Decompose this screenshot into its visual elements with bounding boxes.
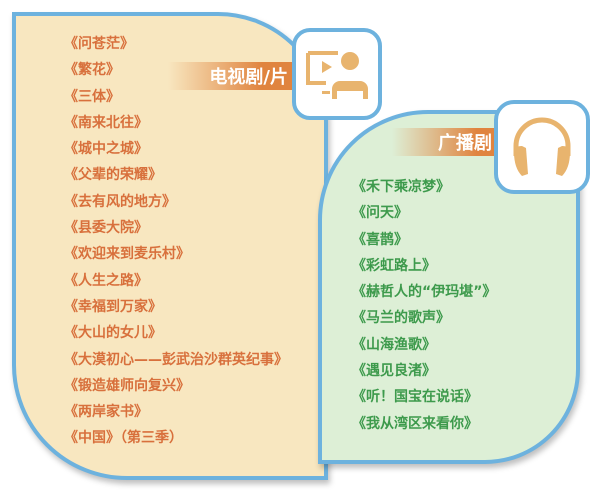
tv-viewer-icon: [306, 51, 368, 99]
tv-list: 《问苍茫》 《繁花》 《三体》 《南来北往》 《城中之城》 《父辈的荣耀》 《去…: [64, 31, 288, 452]
list-item: 《县委大院》: [64, 220, 148, 237]
list-item: 《赫哲人的“伊玛堪”》: [352, 284, 497, 301]
list-item: 《三体》: [64, 88, 120, 105]
headphones-icon: [513, 117, 571, 176]
radio-heading: 广播剧: [438, 133, 492, 154]
list-item: 《中国》（第三季）: [64, 430, 183, 447]
list-item: 《幸福到万家》: [64, 298, 162, 315]
list-item: 《父辈的荣耀》: [64, 167, 162, 184]
tv-panel: [12, 12, 328, 480]
tv-icon-box: [292, 28, 382, 120]
list-item: 《锻造雄师向复兴》: [64, 377, 190, 394]
list-item: 《听！国宝在说话》: [352, 389, 478, 406]
list-item: 《去有风的地方》: [64, 193, 176, 210]
list-item: 《欢迎来到麦乐村》: [64, 246, 190, 263]
list-item: 《南来北往》: [64, 114, 148, 131]
list-item: 《问天》: [352, 205, 408, 222]
list-item: 《繁花》: [64, 62, 120, 79]
radio-list: 《禾下乘凉梦》 《问天》 《喜鹊》 《彩虹路上》 《赫哲人的“伊玛堪”》 《马兰…: [352, 174, 496, 437]
tv-heading-banner: 电视剧/片: [168, 62, 294, 90]
radio-heading-banner: 广播剧: [392, 128, 498, 156]
list-item: 《马兰的歌声》: [352, 310, 450, 327]
list-item: 《大漠初心——彭武治沙群英纪事》: [64, 351, 288, 368]
list-item: 《禾下乘凉梦》: [352, 179, 450, 195]
list-item: 《人生之路》: [64, 272, 148, 289]
list-item: 《大山的女儿》: [64, 325, 162, 342]
tv-heading: 电视剧/片: [209, 67, 288, 88]
list-item: 《彩虹路上》: [352, 257, 436, 274]
list-item: 《问苍茫》: [64, 36, 134, 52]
list-item: 《两岸家书》: [64, 404, 148, 421]
radio-icon-box: [494, 100, 590, 194]
list-item: 《遇见良渚》: [352, 363, 436, 380]
list-item: 《城中之城》: [64, 141, 148, 158]
list-item: 《喜鹊》: [352, 231, 408, 248]
list-item: 《山海渔歌》: [352, 336, 436, 353]
list-item: 《我从湾区来看你》: [352, 415, 478, 432]
